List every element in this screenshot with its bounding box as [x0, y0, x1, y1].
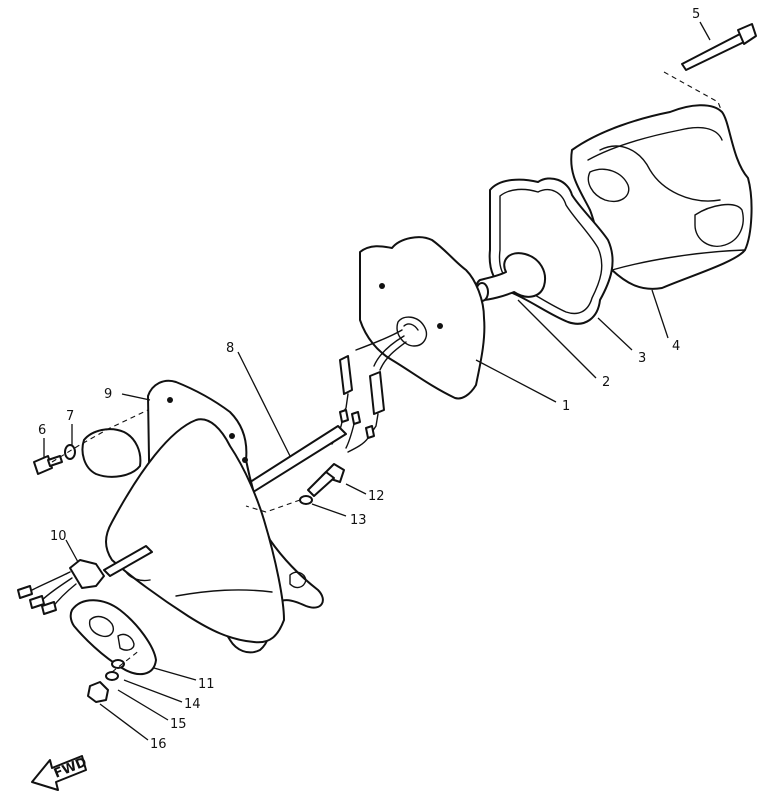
callout-16: 16	[150, 737, 167, 752]
callout-4: 4	[672, 339, 680, 354]
conduit-screw	[307, 463, 345, 497]
callout-labels: 1 2 3 4 5 6 7 8 9 10 11 12 13 14 15 16	[38, 7, 700, 752]
long-screw	[681, 23, 757, 71]
license-lamp-lens	[69, 599, 157, 676]
grommet-and-wires	[17, 545, 153, 615]
callout-14: 14	[184, 697, 201, 712]
callout-5: 5	[692, 7, 700, 22]
callout-1: 1	[562, 399, 570, 414]
taillight-housing	[105, 418, 285, 644]
callout-9: 9	[104, 387, 112, 402]
washers-and-nut	[87, 659, 125, 703]
callout-15: 15	[170, 717, 187, 732]
callout-8: 8	[226, 341, 234, 356]
socket-wiring	[331, 329, 407, 453]
callout-3: 3	[638, 351, 646, 366]
tail-bulb	[475, 252, 546, 302]
wire-conduit	[243, 425, 347, 495]
callout-13: 13	[350, 513, 367, 528]
forward-direction-arrow: FWD	[31, 755, 89, 791]
callout-7: 7	[66, 409, 74, 424]
bracket-washer	[64, 444, 76, 460]
conduit-washer	[299, 495, 313, 505]
leader-lines	[43, 21, 711, 741]
callout-2: 2	[602, 375, 610, 390]
callout-12: 12	[368, 489, 385, 504]
assembly-guide-lines	[51, 71, 723, 673]
fwd-label: FWD	[52, 755, 89, 782]
callout-11: 11	[198, 677, 215, 692]
callout-6: 6	[38, 423, 46, 438]
socket-base-plate	[359, 236, 486, 400]
bracket-screw	[33, 455, 63, 475]
callout-10: 10	[50, 529, 67, 544]
